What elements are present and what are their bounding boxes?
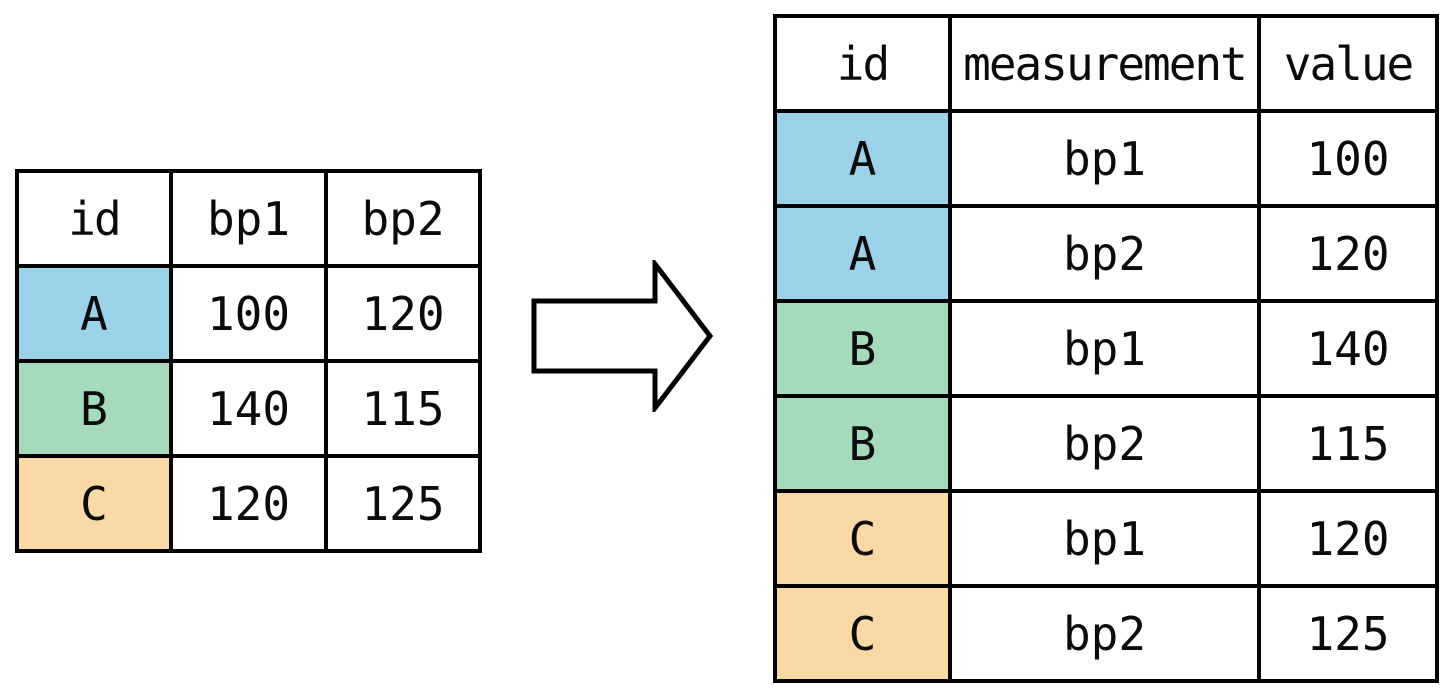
table-cell: 120	[1257, 489, 1439, 588]
table-cell: 115	[1257, 394, 1439, 493]
table-cell: bp1	[948, 109, 1261, 208]
table-cell: 100	[169, 264, 328, 363]
id-cell: A	[773, 109, 952, 208]
table-cell: 100	[1257, 109, 1439, 208]
id-cell: B	[773, 299, 952, 398]
table-row: C bp2 125	[773, 584, 1439, 683]
id-cell: A	[773, 204, 952, 303]
table-cell: 140	[1257, 299, 1439, 398]
table-cell: bp2	[948, 584, 1261, 683]
table-cell: bp1	[948, 299, 1261, 398]
table-cell: 115	[324, 359, 482, 458]
table-row: C bp1 120	[773, 489, 1439, 588]
long-header-value: value	[1257, 14, 1439, 113]
wide-header-bp1: bp1	[169, 169, 328, 268]
id-cell: B	[15, 359, 173, 458]
table-cell: 120	[169, 454, 328, 553]
table-cell: 120	[1257, 204, 1439, 303]
table-cell: bp2	[948, 204, 1261, 303]
table-cell: 140	[169, 359, 328, 458]
id-cell: A	[15, 264, 173, 363]
wide-header-id: id	[15, 169, 173, 268]
wide-header-bp2: bp2	[324, 169, 482, 268]
table-row: B bp1 140	[773, 299, 1439, 398]
table-row: A bp1 100	[773, 109, 1439, 208]
table-row: C 120 125	[15, 454, 482, 553]
long-header-measurement: measurement	[948, 14, 1261, 113]
table-row: B 140 115	[15, 359, 482, 458]
table-cell: 120	[324, 264, 482, 363]
wide-header-row: id bp1 bp2	[15, 169, 482, 268]
table-cell: bp2	[948, 394, 1261, 493]
table-row: B bp2 115	[773, 394, 1439, 493]
table-row: A 100 120	[15, 264, 482, 363]
table-cell: 125	[324, 454, 482, 553]
id-cell: C	[773, 489, 952, 588]
long-header-id: id	[773, 14, 952, 113]
wide-format-table: id bp1 bp2 A 100 120 B 140 115 C 120 125	[15, 169, 482, 553]
id-cell: C	[15, 454, 173, 553]
right-block-arrow-icon	[531, 256, 714, 416]
table-row: A bp2 120	[773, 204, 1439, 303]
id-cell: C	[773, 584, 952, 683]
melt-transform-arrow	[530, 256, 716, 416]
long-format-table: id measurement value A bp1 100 A bp2 120…	[773, 14, 1439, 683]
table-cell: bp1	[948, 489, 1261, 588]
long-header-row: id measurement value	[773, 14, 1439, 113]
table-cell: 125	[1257, 584, 1439, 683]
id-cell: B	[773, 394, 952, 493]
